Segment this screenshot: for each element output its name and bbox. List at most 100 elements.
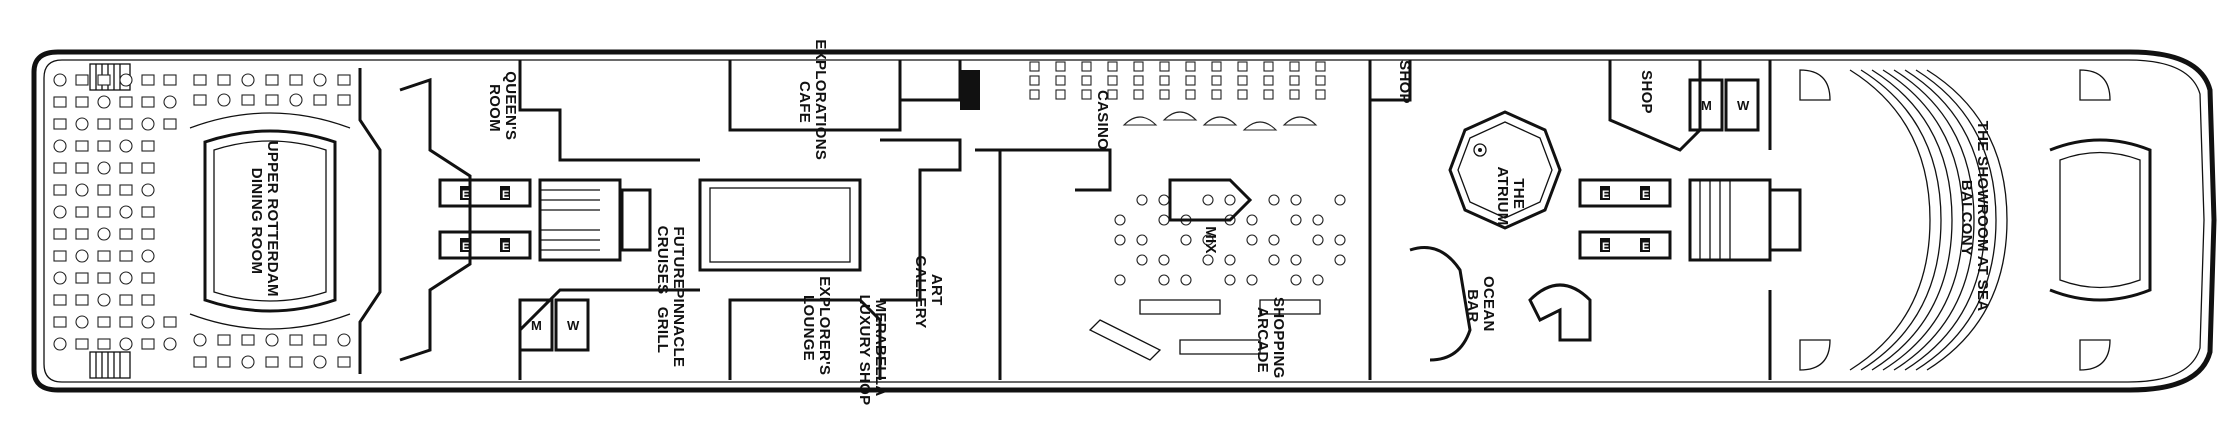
lounge-seat: [1312, 214, 1324, 226]
svg-text:E: E: [502, 241, 509, 253]
slot-machine: [1029, 89, 1040, 100]
label-art-gallery: ART GALLERY: [912, 255, 945, 328]
slot-machine: [1029, 75, 1040, 86]
lounge-seat: [1136, 234, 1148, 246]
slot-machine: [1055, 61, 1066, 72]
svg-text:E: E: [1642, 189, 1649, 201]
dining-table: [97, 140, 111, 152]
dining-table: [141, 183, 155, 197]
dining-table: [53, 316, 67, 328]
lounge-seat: [1136, 194, 1148, 206]
dining-table: [97, 118, 111, 130]
restrooms-aft: [518, 298, 590, 352]
svg-text:M: M: [531, 318, 542, 333]
gaming-table: [1202, 116, 1238, 126]
dining-table: [313, 73, 327, 87]
dining-table: [97, 74, 111, 86]
lounge-seat: [1114, 274, 1126, 286]
dining-table: [289, 93, 303, 107]
dining-table: [265, 356, 279, 368]
seating-row: [1882, 69, 1964, 371]
slot-machine: [1185, 75, 1196, 86]
seating-row: [1926, 69, 2008, 371]
label-shop-aft: SHOP: [1396, 60, 1413, 104]
slot-machine: [1211, 61, 1222, 72]
dining-table: [163, 118, 177, 130]
dining-table: [97, 95, 111, 109]
showroom-corner-stairs: [1799, 69, 2111, 371]
slot-machine: [1081, 61, 1092, 72]
mix-bar-counter: [1168, 178, 1253, 222]
slot-machine: [1133, 61, 1144, 72]
slot-machine: [1263, 75, 1274, 86]
dining-table: [217, 356, 231, 368]
central-void: [698, 178, 862, 272]
dining-table: [119, 184, 133, 196]
dining-table: [141, 162, 155, 174]
gaming-table: [1242, 121, 1278, 131]
slot-machine: [1237, 75, 1248, 86]
seating-row: [1871, 69, 1953, 371]
slot-machine: [1029, 61, 1040, 72]
slot-machine: [1055, 89, 1066, 100]
dining-table: [97, 338, 111, 350]
lounge-seat: [1334, 194, 1346, 206]
dining-table: [75, 96, 89, 108]
dining-table: [163, 74, 177, 86]
dining-table: [141, 206, 155, 218]
dining-table: [141, 228, 155, 240]
slot-machine: [1159, 61, 1170, 72]
lounge-seat: [1224, 254, 1236, 266]
slot-machine: [1081, 89, 1092, 100]
dining-table: [141, 140, 155, 152]
dining-table: [289, 74, 303, 86]
dining-table: [141, 272, 155, 284]
dining-table: [119, 294, 133, 306]
dining-table: [337, 333, 351, 347]
lounge-seat: [1268, 234, 1280, 246]
dining-table: [97, 272, 111, 284]
dining-table: [193, 74, 207, 86]
slot-machine: [1289, 75, 1300, 86]
dining-table: [75, 162, 89, 174]
slot-machine: [1107, 89, 1118, 100]
gaming-table: [1162, 111, 1198, 121]
lounge-seat: [1312, 274, 1324, 286]
label-explorers-lounge: EXPLORER'S LOUNGE: [800, 276, 833, 380]
dining-table: [141, 294, 155, 306]
pinnacle-grill-enclosure: [518, 288, 700, 380]
slot-machine: [1133, 75, 1144, 86]
dining-table: [97, 161, 111, 175]
showroom-stage-rail: [2059, 151, 2141, 289]
dining-table: [119, 139, 133, 153]
lounge-seat: [1158, 194, 1170, 206]
dining-table: [53, 294, 67, 306]
slot-machine: [1081, 75, 1092, 86]
ocean-bar-counter: [1409, 246, 1472, 362]
dining-table: [141, 338, 155, 350]
label-mix: MIX: [1202, 226, 1219, 254]
dining-table: [217, 334, 231, 346]
dining-table: [53, 228, 67, 240]
dining-room-forward-wall: [358, 68, 382, 374]
dining-table: [193, 94, 207, 106]
label-pinnacle-grill: PINNACLE GRILL: [654, 288, 687, 372]
dining-table: [217, 93, 231, 107]
slot-machine: [1159, 75, 1170, 86]
lounge-seat: [1268, 254, 1280, 266]
lounge-seat: [1114, 234, 1126, 246]
slot-machine: [1289, 89, 1300, 100]
lounge-seat: [1246, 234, 1258, 246]
stairwell-aft: [538, 178, 652, 262]
dining-table: [289, 356, 303, 368]
label-ocean-bar: OCEAN BAR: [1464, 276, 1497, 336]
dining-table: [217, 74, 231, 86]
queens-room-wall: [399, 77, 472, 362]
svg-text:W: W: [567, 318, 580, 333]
dining-table: [75, 272, 89, 284]
dining-table: [53, 205, 67, 219]
dining-table: [241, 94, 255, 106]
svg-text:E: E: [462, 189, 469, 201]
dining-table: [289, 334, 303, 346]
